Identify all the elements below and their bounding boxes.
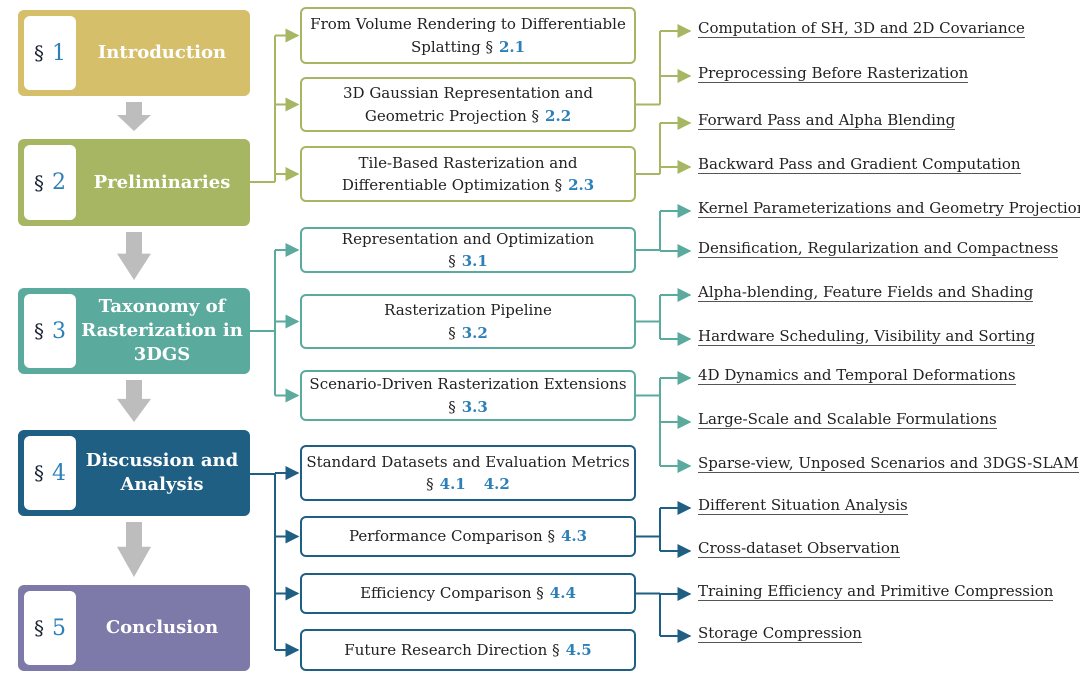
subsection-box-3-2: Rasterization Pipeline § 3.2 xyxy=(300,294,636,349)
subsection-title: Performance Comparison §4.3 xyxy=(348,527,588,546)
section-symbol: § xyxy=(448,323,456,342)
topic-label: Forward Pass and Alpha Blending xyxy=(698,111,956,130)
section-symbol: § xyxy=(531,106,540,125)
topic-label: Densification, Regularization and Compac… xyxy=(698,239,1059,258)
section-reference: 4.3 xyxy=(560,527,588,546)
subsection-box-4-3: Performance Comparison §4.3 xyxy=(300,516,636,557)
subsection-box-4-1-4-2: Standard Datasets and Evaluation Metrics… xyxy=(300,445,636,501)
section-title: Preliminaries xyxy=(93,171,231,193)
subsection-title: Future Research Direction §4.5 xyxy=(344,640,592,659)
section-number-badge: §4 xyxy=(24,436,76,510)
section-symbol: § xyxy=(536,584,544,603)
subsection-title: Standard Datasets and Evaluation Metrics xyxy=(306,452,630,471)
topic-label: Computation of SH, 3D and 2D Covariance xyxy=(698,19,1025,38)
subsection-title-cont: Geometric Projection §2.2 xyxy=(364,106,572,125)
section-title: Introduction xyxy=(97,42,227,64)
section-symbol: § xyxy=(426,475,434,493)
section-reference: 3.3 xyxy=(461,397,488,416)
section-number-badge: §5 xyxy=(24,591,76,665)
subsection-title: From Volume Rendering to Differentiable xyxy=(310,15,626,33)
section-number-badge: §3 xyxy=(24,294,76,368)
subsection-refs: § 4.1 4.2 xyxy=(426,473,510,496)
section-number-badge: §1 xyxy=(24,16,76,90)
section-reference: 4.2 xyxy=(483,475,510,493)
section-symbol: § xyxy=(448,397,456,416)
section-reference: 3.2 xyxy=(461,323,488,342)
section-title: Taxonomy of Rasterization in 3DGS xyxy=(81,296,243,365)
topic-label: Different Situation Analysis xyxy=(698,496,908,515)
section-symbol: § xyxy=(554,176,563,194)
down-arrow-icon xyxy=(117,232,151,280)
subsection-title: Representation and Optimization xyxy=(341,229,595,248)
topic-label: Kernel Parameterizations and Geometry Pr… xyxy=(698,199,1080,218)
section-number: 5 xyxy=(52,615,66,641)
section-reference: 4.1 xyxy=(439,475,466,493)
down-arrow-icon xyxy=(117,522,151,577)
section-symbol: § xyxy=(552,640,560,659)
section-reference: 4.4 xyxy=(549,584,576,603)
topic-label: Storage Compression xyxy=(698,624,862,643)
section-reference: 2.3 xyxy=(568,176,595,194)
section-number-badge: §2 xyxy=(24,145,76,220)
subsection-title: Tile-Based Rasterization and xyxy=(358,153,578,172)
subsection-refs: § 3.1 xyxy=(448,250,488,273)
topic-label: Preprocessing Before Rasterization xyxy=(698,64,969,83)
section-symbol: § xyxy=(34,319,44,343)
section-symbol: § xyxy=(34,616,44,640)
down-arrow-icon xyxy=(117,380,151,422)
topic-label: Alpha-blending, Feature Fields and Shadi… xyxy=(698,283,1034,302)
section-symbol: § xyxy=(485,37,493,56)
subsection-title: 3D Gaussian Representation and xyxy=(342,84,593,102)
section-reference: 2.1 xyxy=(498,37,526,56)
topic-label: Hardware Scheduling, Visibility and Sort… xyxy=(698,327,1035,346)
section-symbol: § xyxy=(448,252,456,270)
section-reference: 4.5 xyxy=(565,640,592,659)
subsection-box-4-4: Efficiency Comparison §4.4 xyxy=(300,573,636,614)
topic-label: 4D Dynamics and Temporal Deformations xyxy=(698,366,1016,385)
section-symbol: § xyxy=(34,41,44,65)
topic-label: Training Efficiency and Primitive Compre… xyxy=(698,582,1054,601)
subsection-refs: § 3.3 xyxy=(448,396,488,419)
section-symbol: § xyxy=(34,461,44,485)
subsection-refs: § 3.2 xyxy=(448,322,488,345)
subsection-title-cont: Splatting §2.1 xyxy=(410,37,526,56)
down-arrow-icon xyxy=(117,102,151,131)
section-number: 3 xyxy=(52,318,66,344)
subsection-title: Efficiency Comparison §4.4 xyxy=(360,584,576,603)
section-reference: 3.1 xyxy=(461,252,488,270)
section-number: 1 xyxy=(52,40,66,66)
section-symbol: § xyxy=(547,527,555,546)
topic-label: Cross-dataset Observation xyxy=(698,539,900,558)
topic-label: Large-Scale and Scalable Formulations xyxy=(698,410,997,429)
section-symbol: § xyxy=(34,170,44,195)
section-title: Conclusion xyxy=(105,617,219,639)
section-number: 4 xyxy=(52,460,66,486)
subsection-box-4-5: Future Research Direction §4.5 xyxy=(300,629,636,671)
topic-label: Backward Pass and Gradient Computation xyxy=(698,155,1021,174)
subsection-box-3-3: Scenario-Driven Rasterization Extensions… xyxy=(300,370,636,421)
subsection-title-cont: Differentiable Optimization §2.3 xyxy=(341,176,595,194)
section-number: 2 xyxy=(52,170,66,195)
subsection-title: Rasterization Pipeline xyxy=(384,301,552,319)
section-title: Discussion and Analysis xyxy=(85,450,239,495)
subsection-box-3-1: Representation and Optimization § 3.1 xyxy=(300,227,636,273)
section-reference: 2.2 xyxy=(545,106,572,125)
subsection-title: Scenario-Driven Rasterization Extensions xyxy=(309,375,627,393)
topic-label: Sparse-view, Unposed Scenarios and 3DGS-… xyxy=(698,454,1079,473)
